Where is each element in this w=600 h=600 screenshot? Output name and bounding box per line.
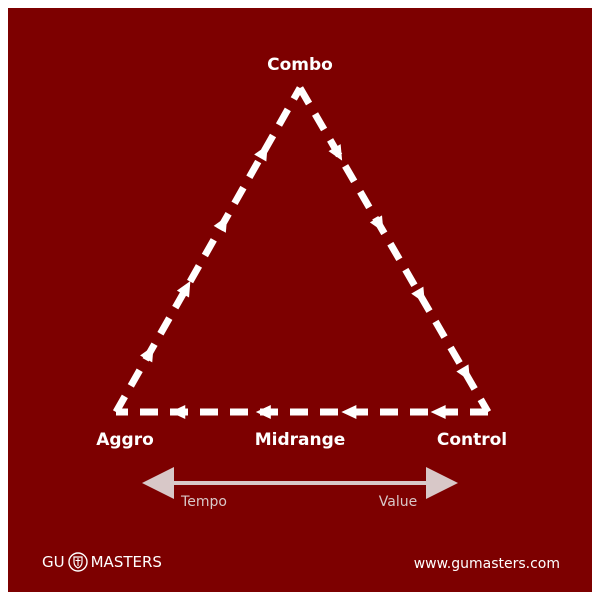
gumasters-logo: GU MASTERS <box>42 552 162 572</box>
arrowhead-combo-control <box>328 144 343 161</box>
tempo-label: Tempo <box>181 494 227 510</box>
shield-logo-icon <box>67 552 88 572</box>
logo-text-left: GU <box>42 553 65 571</box>
arrowhead-control-aggro <box>341 405 357 419</box>
arrowhead-aggro-combo <box>213 216 228 233</box>
combo-label: Combo <box>267 55 333 75</box>
edge-combo-to-control <box>296 86 492 414</box>
edge-aggro-to-combo <box>112 86 304 414</box>
arrowhead-control-aggro <box>430 405 446 419</box>
arrowhead-control-aggro <box>170 405 186 419</box>
arrowhead-control-aggro <box>255 405 271 419</box>
arrowhead-combo-control <box>456 364 470 381</box>
logo-text-right: MASTERS <box>90 553 162 571</box>
midrange-label: Midrange <box>254 430 346 450</box>
aggro-label: Aggro <box>96 430 154 450</box>
website-url[interactable]: www.gumasters.com <box>413 556 560 572</box>
control-label: Control <box>436 430 508 450</box>
value-label: Value <box>378 494 418 510</box>
arrowhead-aggro-combo <box>176 281 191 298</box>
arrowhead-aggro-combo <box>140 345 154 363</box>
arrowhead-aggro-combo <box>254 144 268 162</box>
arrowhead-combo-control <box>369 215 384 232</box>
arrowhead-combo-control <box>411 286 425 304</box>
